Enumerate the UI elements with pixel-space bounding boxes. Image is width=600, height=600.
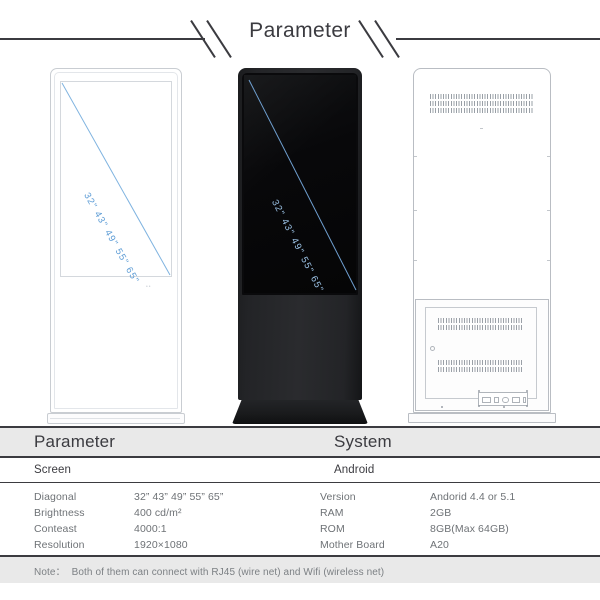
vent-grille-lower bbox=[438, 360, 524, 372]
note-label: Note： bbox=[34, 566, 66, 578]
spec-key: Version bbox=[320, 491, 356, 503]
spec-value: 400 cd/m² bbox=[134, 507, 182, 519]
spec-body-row: Diagonal Brightness Conteast Resolution … bbox=[0, 483, 600, 557]
spec-key: ROM bbox=[320, 523, 345, 535]
spec-key: RAM bbox=[320, 507, 344, 519]
spec-column-system-specs: Version RAM ROM Mother Board Andorid 4.4… bbox=[300, 483, 600, 555]
column-header-label: Parameter bbox=[34, 432, 116, 451]
kiosk-logo-mark: •• bbox=[146, 284, 152, 290]
page-header: Parameter bbox=[0, 0, 600, 72]
vent-grille-mid bbox=[438, 318, 524, 330]
spec-key: Diagonal bbox=[34, 491, 77, 503]
screen-glare bbox=[244, 75, 356, 205]
spec-value: 4000:1 bbox=[134, 523, 167, 535]
kiosk-screen-area bbox=[60, 81, 172, 277]
note-text: Both of them can connect with RJ45 (wire… bbox=[71, 566, 385, 578]
vent-grille-top bbox=[430, 94, 534, 113]
product-image-black-kiosk: 32" 43" 49" 55" 65" bbox=[232, 68, 368, 426]
page-title: Parameter bbox=[249, 19, 351, 42]
spec-value: 1920×1080 bbox=[134, 539, 188, 551]
header-rule-left bbox=[0, 38, 205, 40]
spec-key: Conteast bbox=[34, 523, 77, 535]
spec-value: 2GB bbox=[430, 507, 452, 519]
product-gallery: •• 32" 43" 49" 55" 65" 32" 43" 49" 55" 6… bbox=[0, 58, 600, 426]
drawing-io-port-panel bbox=[478, 392, 528, 406]
drawing-base bbox=[408, 413, 556, 423]
spec-key: Brightness bbox=[34, 507, 85, 519]
note-content: Note： Both of them can connect with RJ45 … bbox=[0, 563, 384, 578]
spec-value: 8GB(Max 64GB) bbox=[430, 523, 509, 535]
spec-value: A20 bbox=[430, 539, 449, 551]
spec-subheader-android: Android bbox=[300, 458, 600, 482]
spec-value: 32” 43” 49” 55” 65” bbox=[134, 491, 224, 503]
column-subheader-label: Screen bbox=[34, 464, 72, 476]
spec-value-list: Andorid 4.4 or 5.1 2GB 8GB(Max 64GB) A20 bbox=[430, 491, 600, 552]
kiosk-stand-base bbox=[232, 400, 368, 424]
drawing-lock-knob bbox=[430, 346, 435, 351]
header-rule-right bbox=[396, 38, 600, 40]
product-image-technical-drawing bbox=[408, 68, 556, 426]
product-image-white-kiosk: •• 32" 43" 49" 55" 65" bbox=[47, 68, 185, 426]
spec-column-screen-specs: Diagonal Brightness Conteast Resolution … bbox=[0, 483, 300, 555]
spec-key: Resolution bbox=[34, 539, 85, 551]
spec-value: Andorid 4.4 or 5.1 bbox=[430, 491, 516, 503]
spec-column-system-header: System bbox=[300, 428, 600, 456]
drawing-center-mark bbox=[480, 128, 483, 129]
spec-key: Mother Board bbox=[320, 539, 385, 551]
spec-note-row: Note： Both of them can connect with RJ45 … bbox=[0, 557, 600, 583]
spec-key-list: Version RAM ROM Mother Board bbox=[300, 491, 430, 552]
spec-header-row: Parameter System bbox=[0, 428, 600, 458]
column-subheader-label: Android bbox=[334, 464, 375, 476]
spec-key-list: Diagonal Brightness Conteast Resolution bbox=[0, 491, 134, 552]
spec-value-list: 32” 43” 49” 55” 65” 400 cd/m² 4000:1 192… bbox=[134, 491, 300, 552]
kiosk-display-screen bbox=[244, 75, 356, 293]
kiosk-inner-edge bbox=[54, 72, 178, 409]
spec-column-parameter-header: Parameter bbox=[0, 428, 300, 456]
spec-subheader-row: Screen Android bbox=[0, 458, 600, 483]
spec-subheader-screen: Screen bbox=[0, 458, 300, 482]
kiosk-base bbox=[47, 413, 185, 424]
spec-table: Parameter System Screen Android Diagonal… bbox=[0, 426, 600, 583]
column-header-label: System bbox=[334, 432, 392, 451]
